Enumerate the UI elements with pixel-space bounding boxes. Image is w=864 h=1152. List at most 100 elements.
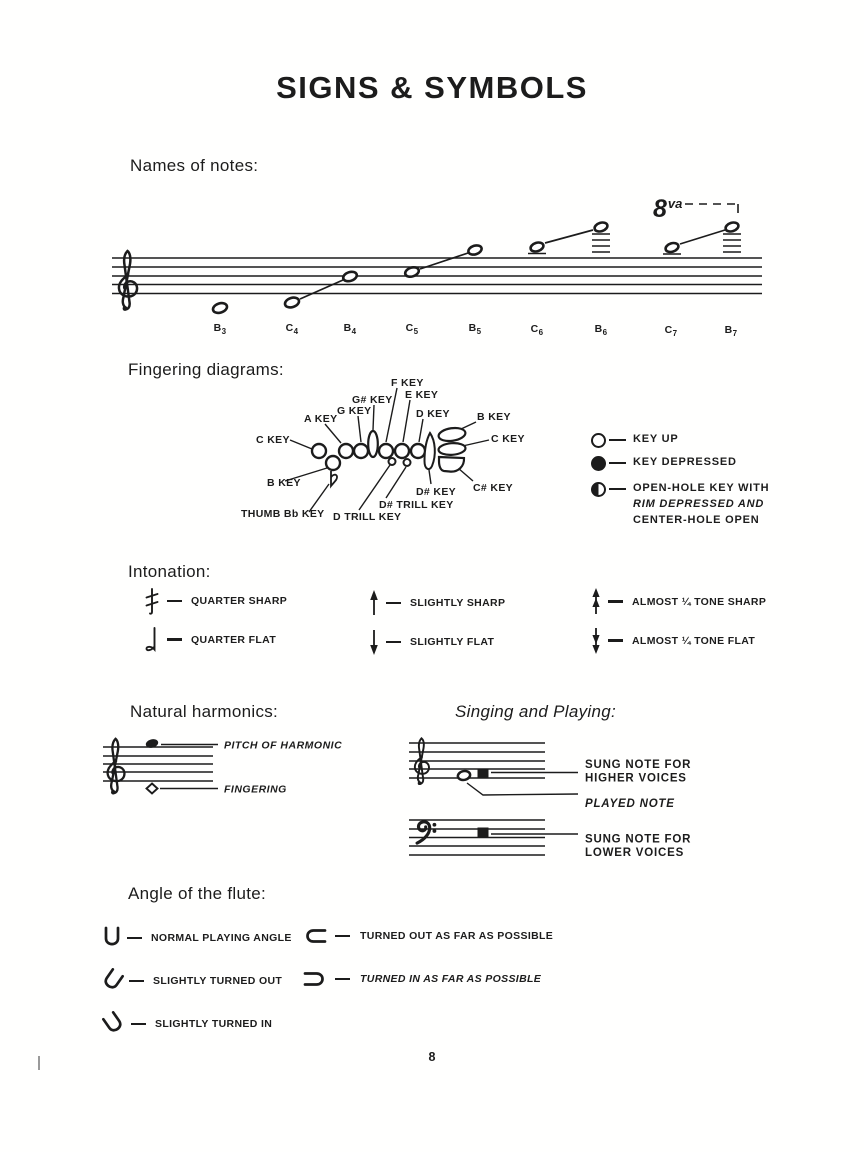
- legend-dash: [609, 488, 626, 491]
- b-key-right-label: B KEY: [477, 411, 511, 423]
- key-shapes: [310, 426, 467, 473]
- dash: [335, 977, 350, 981]
- note-label: B4: [343, 322, 357, 337]
- sung-lower-label-line2: LOWER VOICES: [585, 847, 684, 859]
- angle-item: NORMAL PLAYING ANGLE: [102, 926, 292, 950]
- intonation-label: QUARTER SHARP: [191, 595, 288, 607]
- singing-playing-heading: Singing and Playing:: [455, 702, 617, 721]
- key-up-label: KEY UP: [633, 433, 679, 445]
- turned-out-max-icon: [306, 929, 327, 943]
- note-label: C7: [664, 324, 678, 339]
- f-key-circle: [377, 442, 395, 460]
- pitch-of-harmonic-label: PITCH OF HARMONIC: [224, 740, 342, 752]
- almost-quarter-flat-arrow-icon: [592, 628, 600, 654]
- fingering-label: FINGERING: [224, 784, 287, 796]
- natural-harmonics-heading: Natural harmonics:: [130, 702, 279, 721]
- d-sharp-key-lever: [423, 431, 436, 471]
- angle-item: TURNED IN AS FAR AS POSSIBLE: [303, 970, 541, 988]
- flat-symbol-icon: [330, 471, 338, 489]
- sung-higher-label-line1: SUNG NOTE FOR: [585, 759, 691, 771]
- slightly-turned-out-icon: [104, 968, 125, 989]
- dash: [335, 934, 350, 938]
- dash: [167, 599, 182, 603]
- intonation-label: SLIGHTLY FLAT: [410, 636, 495, 648]
- fingering-labels: C KEY B KEY THUMB Bb KEY A KEY G KEY G# …: [241, 377, 525, 523]
- a-key-circle: [337, 442, 355, 460]
- dash: [129, 979, 144, 983]
- c-key-left-label: C KEY: [256, 434, 290, 446]
- intonation-label: QUARTER FLAT: [191, 633, 277, 646]
- angle-label: SLIGHTLY TURNED IN: [155, 1018, 273, 1030]
- note-label: B3: [213, 322, 227, 337]
- page-number: 8: [428, 1050, 436, 1064]
- intonation-item: ALMOST ¼ TONE SHARP: [590, 588, 766, 615]
- almost-quarter-sharp-arrow-icon: [592, 588, 600, 614]
- f-key-label: F KEY: [391, 377, 424, 389]
- open-hole-label-line3: CENTER-HOLE OPEN: [633, 514, 760, 526]
- open-hole-label-line1: OPEN-HOLE KEY WITH: [633, 482, 770, 494]
- intonation-item: QUARTER FLAT: [144, 626, 276, 653]
- c-sharp-key-label: C# KEY: [473, 482, 513, 494]
- note-label: C6: [530, 323, 544, 338]
- intonation-label: ALMOST ¼ TONE FLAT: [632, 634, 756, 647]
- normal-angle-icon: [104, 926, 120, 946]
- slightly-sharp-arrow-icon: [370, 590, 378, 615]
- names-of-notes-staff: 8va: [112, 195, 762, 315]
- intonation-item: QUARTER SHARP: [144, 587, 287, 615]
- sung-higher-label-line2: HIGHER VOICES: [585, 773, 687, 785]
- sung-lower-label-line1: SUNG NOTE FOR: [585, 834, 691, 846]
- legend-dash: [609, 462, 626, 465]
- c-sharp-key-lever: [437, 455, 466, 473]
- angle-label: TURNED OUT AS FAR AS POSSIBLE: [360, 930, 554, 942]
- g-key-label: G KEY: [337, 405, 371, 417]
- harmonic-pitch-note: [145, 739, 159, 748]
- note-label: B5: [468, 322, 482, 337]
- bass-staff-lines: [409, 819, 545, 856]
- b-key-left-label: B KEY: [267, 477, 301, 489]
- d-trill-key-label: D TRILL KEY: [333, 511, 401, 523]
- played-note-label: PLAYED NOTE: [585, 798, 675, 810]
- intonation-label: SLIGHTLY SHARP: [410, 597, 506, 609]
- angle-label: NORMAL PLAYING ANGLE: [151, 932, 292, 944]
- d-trill-key-circle: [387, 457, 397, 466]
- dash: [167, 638, 182, 641]
- e-key-label: E KEY: [405, 389, 438, 401]
- quarter-sharp-icon: [145, 588, 159, 615]
- g-sharp-key-oval: [367, 429, 379, 459]
- intonation-heading: Intonation:: [128, 562, 211, 581]
- dash: [127, 936, 142, 940]
- intonation-item: SLIGHTLY SHARP: [368, 590, 505, 616]
- angle-label: TURNED IN AS FAR AS POSSIBLE: [360, 973, 542, 985]
- legend-dash: [609, 439, 626, 442]
- fingering-diamond-note: [145, 782, 159, 795]
- treble-staff-lines: [409, 742, 545, 779]
- fingering-diagram: C KEY B KEY THUMB Bb KEY A KEY G KEY G# …: [241, 377, 525, 523]
- b-key-lever: [437, 426, 467, 443]
- open-hole-label-line2: RIM DEPRESSED AND: [633, 498, 765, 510]
- dash: [608, 600, 623, 603]
- sung-note-lower-square: [477, 827, 489, 838]
- g-key-circle: [352, 442, 370, 460]
- angle-item: SLIGHTLY TURNED OUT: [99, 968, 282, 994]
- dash: [386, 640, 401, 644]
- whole-notes: [211, 221, 740, 315]
- svg-text:8va: 8va: [653, 195, 682, 223]
- e-key-circle: [393, 442, 411, 460]
- turned-in-max-icon: [303, 972, 324, 986]
- d-sharp-trill-key-label: D# TRILL KEY: [379, 499, 454, 511]
- key-depressed-label: KEY DEPRESSED: [633, 456, 737, 468]
- glissando-lines: [299, 229, 726, 300]
- intonation-item: ALMOST ¼ TONE FLAT: [590, 627, 755, 654]
- open-hole-key-icon: [591, 482, 606, 497]
- thumb-bb-key-label: THUMB Bb KEY: [241, 508, 325, 520]
- d-sharp-key-label: D# KEY: [416, 486, 456, 498]
- g-sharp-key-label: G# KEY: [352, 394, 393, 406]
- c-key-right-label: C KEY: [491, 433, 525, 445]
- played-note-head: [456, 769, 472, 782]
- d-key-circle: [409, 442, 427, 460]
- quarter-flat-icon: [145, 627, 156, 653]
- note-label: B7: [724, 324, 738, 339]
- c-key-circle: [310, 442, 328, 460]
- played-note-leader: [466, 782, 579, 796]
